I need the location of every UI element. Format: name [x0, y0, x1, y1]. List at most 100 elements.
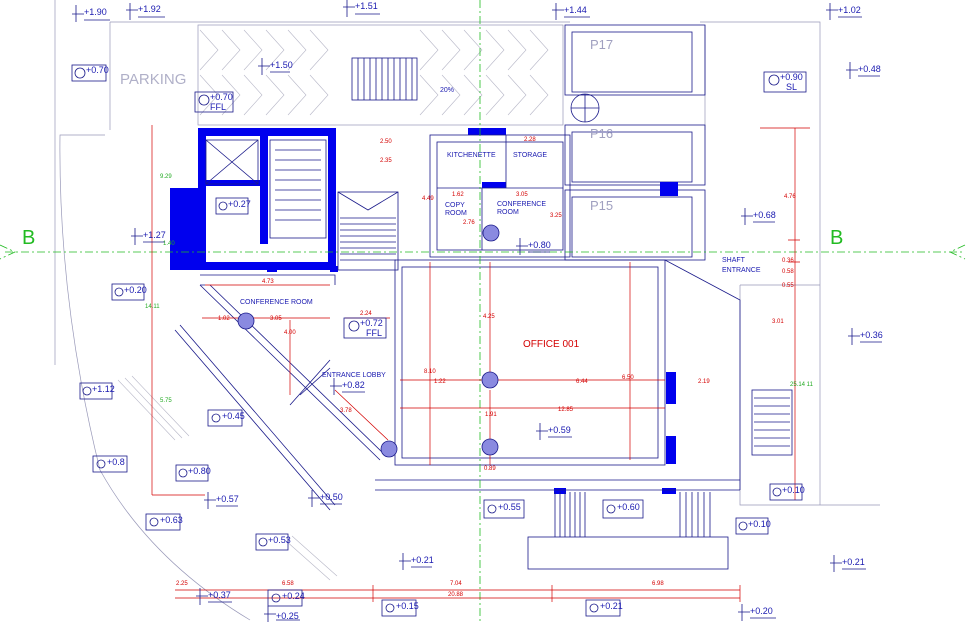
level-value: +1.90	[84, 7, 107, 17]
dim-label: 1.40	[163, 241, 175, 247]
copy-room-label-line2: ROOM	[445, 210, 467, 217]
level-markers: +1.90 +1.92 +1.51 +1.44 +1.02 +0.70 +1.5…	[71, 0, 883, 622]
level-value: +0.68	[753, 210, 776, 220]
conference-room-label: CONFERENCE ROOM	[240, 299, 313, 306]
conference-small-label-line2: ROOM	[497, 209, 519, 216]
site-boundary	[54, 0, 880, 621]
dim-label: 6.50	[622, 375, 634, 381]
dim-label: 3.78	[340, 408, 352, 414]
level-marker: +1.27	[131, 228, 166, 245]
dim-label: 2.19	[698, 379, 710, 385]
dim-label: 4.49	[422, 196, 434, 202]
level-marker: +0.50	[308, 490, 343, 507]
level-marker: +0.36	[848, 328, 883, 345]
level-value: +1.92	[138, 4, 161, 14]
bay-p16-label: P16	[590, 126, 613, 141]
shaft-label: SHAFT	[722, 257, 746, 264]
dim-label: 2.35	[380, 158, 392, 164]
dim-label: 1.91	[485, 412, 497, 418]
level-marker: +0.60	[602, 499, 644, 519]
level-value: +1.51	[355, 1, 378, 11]
dim-label: 14.11	[145, 304, 160, 310]
level-value: +0.90	[780, 72, 803, 82]
level-marker: +0.15	[381, 599, 419, 617]
axis-b-left-label: B	[22, 227, 35, 249]
level-value: +1.27	[143, 230, 166, 240]
level-marker-sl: +0.90 SL	[763, 71, 807, 93]
level-value: +0.20	[750, 606, 773, 616]
level-marker: +0.80	[516, 238, 551, 255]
level-value: +0.60	[617, 502, 640, 512]
dim-label: 20.88	[448, 592, 464, 598]
level-marker: +0.21	[399, 553, 434, 570]
level-value: +0.48	[858, 64, 881, 74]
level-value: +0.15	[396, 601, 419, 611]
front-steps	[527, 389, 793, 570]
copy-room-label-line1: COPY	[445, 202, 465, 209]
dim-label: 6.58	[282, 581, 294, 587]
level-value: +1.50	[270, 60, 293, 70]
dim-label: 2.76	[463, 220, 475, 226]
level-value: +0.27	[228, 199, 251, 209]
office-001-label: OFFICE 001	[523, 339, 580, 350]
level-marker: +0.37	[196, 588, 232, 605]
dimension-labels: 4.73 3.05 1.02 2.24 4.00 3.78 4.25 8.10 …	[145, 137, 814, 598]
level-marker: +1.90	[72, 5, 110, 22]
dim-label: 4.00	[284, 330, 296, 336]
level-marker: +0.63	[145, 513, 183, 531]
dim-label: 3.05	[516, 192, 528, 198]
level-marker: +0.82	[330, 378, 365, 395]
ramp-grille	[351, 57, 418, 101]
level-marker: +1.02	[826, 3, 862, 20]
dim-label: 7.04	[450, 581, 462, 587]
level-value: +0.50	[320, 492, 343, 502]
level-marker: +0.68	[741, 208, 776, 225]
level-marker: +0.20	[111, 283, 147, 301]
level-value: +0.57	[216, 494, 239, 504]
dim-label: 1.22	[434, 379, 446, 385]
level-marker: +1.12	[79, 382, 115, 400]
level-value: +1.12	[92, 384, 115, 394]
entrance-lobby-label: ENTRANCE LOBBY	[322, 372, 386, 379]
level-marker: +0.24	[267, 589, 305, 607]
dim-label: 0.58	[782, 269, 794, 275]
sl-label: SL	[786, 82, 797, 92]
level-value: +0.25	[276, 611, 299, 621]
level-marker: +0.80	[175, 464, 211, 482]
level-marker-ffl: +0.72 FFL	[343, 317, 387, 339]
level-value: +0.72	[360, 318, 383, 328]
level-value: +0.80	[188, 466, 211, 476]
level-value: +0.82	[342, 380, 365, 390]
conference-small-label-line1: CONFERENCE	[497, 201, 546, 208]
level-value: +0.10	[782, 485, 805, 495]
dim-label: 2.50	[380, 139, 392, 145]
parking-label: PARKING	[120, 71, 186, 88]
dim-label: 3.01	[772, 319, 784, 325]
entrance-label: ENTRANCE	[722, 267, 761, 274]
level-value: +0.24	[282, 591, 305, 601]
level-value: +0.45	[222, 411, 245, 421]
level-marker: +1.92	[126, 3, 165, 20]
kitchenette-label: KITCHENETTE	[447, 152, 496, 159]
dimension-lines	[151, 125, 810, 602]
dim-label: 1.62	[452, 192, 464, 198]
dim-label: 25.14 11	[790, 382, 814, 388]
level-value: +0.70	[86, 65, 109, 75]
level-value: +0.10	[748, 519, 771, 529]
dim-label: 4.76	[784, 194, 796, 200]
ffl-label: FFL	[366, 328, 382, 338]
dim-label: 0.89	[484, 466, 496, 472]
dim-label: 9.29	[160, 174, 172, 180]
level-value: +0.21	[842, 557, 865, 567]
level-marker-ffl: +0.70 FFL	[194, 91, 234, 113]
dim-label: 2.28	[524, 137, 536, 143]
dim-label: 2.25	[176, 581, 188, 587]
level-marker: +0.59	[536, 423, 572, 440]
ramp-slope-label: 20%	[440, 87, 454, 94]
level-marker: +1.44	[552, 3, 590, 20]
dim-label: 5.75	[160, 398, 172, 404]
level-value: +0.55	[498, 502, 521, 512]
dim-label: 6.44	[576, 379, 588, 385]
parking-ramp-hatch	[197, 24, 564, 126]
